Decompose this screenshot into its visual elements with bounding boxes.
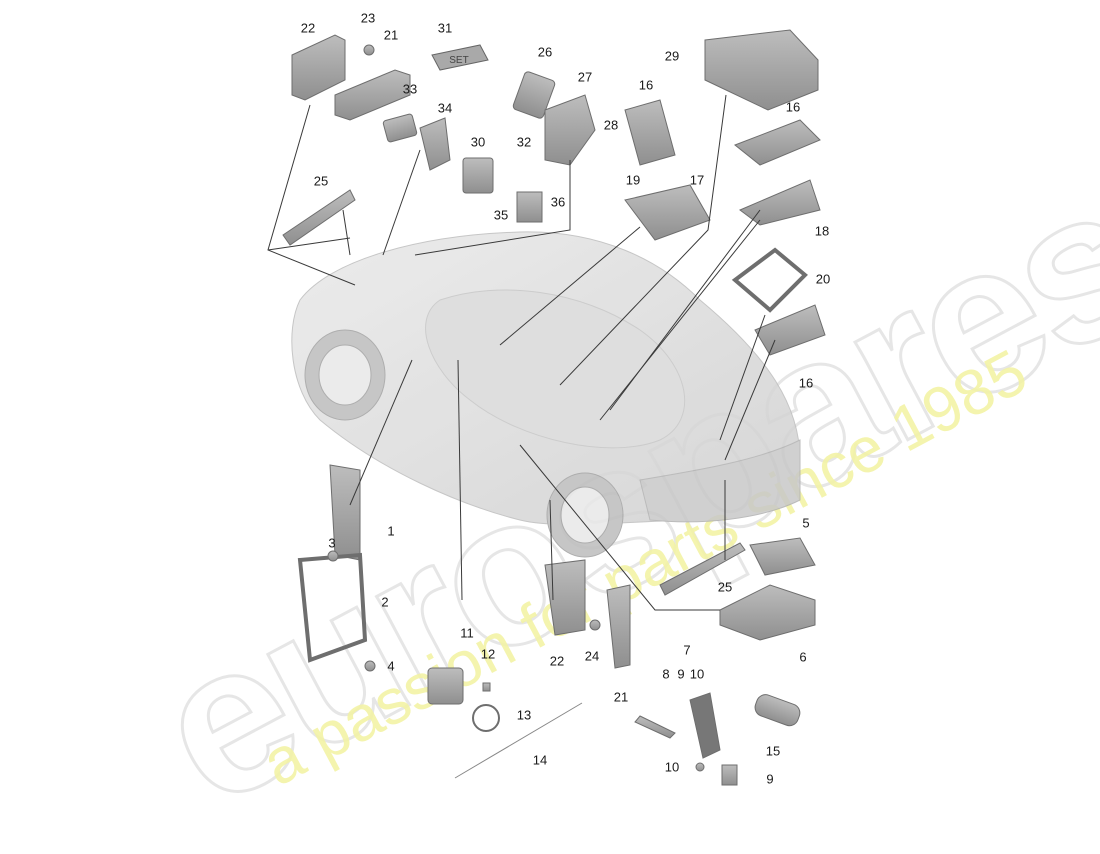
- callout-22: 22: [549, 653, 565, 669]
- callout-4: 4: [387, 658, 395, 674]
- callout-21: 21: [613, 689, 629, 705]
- callout-25: 25: [313, 173, 329, 189]
- callout-33: 33: [402, 81, 418, 97]
- callout-19: 19: [625, 172, 641, 188]
- callout-18: 18: [814, 223, 830, 239]
- callout-24: 24: [584, 648, 600, 664]
- callout-1: 1: [387, 523, 395, 539]
- callout-9: 9: [766, 771, 774, 787]
- callout-10: 10: [664, 759, 680, 775]
- callout-23: 23: [360, 10, 376, 26]
- leader-lines: [267, 94, 776, 611]
- callout-16: 16: [798, 375, 814, 391]
- callout-14: 14: [532, 752, 548, 768]
- callout-22: 22: [300, 20, 316, 36]
- parts-illustration: SET: [267, 29, 826, 786]
- callout-21: 21: [383, 27, 399, 43]
- callout-30: 30: [470, 134, 486, 150]
- parts-diagram: eurospares a passion for parts since 198…: [120, 10, 1100, 852]
- part-31-set: SET: [431, 44, 489, 71]
- part-group-bottom-center: [427, 559, 631, 779]
- callout-27: 27: [577, 69, 593, 85]
- callout-32: 32: [516, 134, 532, 150]
- car-body: [291, 231, 801, 558]
- callout-6: 6: [799, 649, 807, 665]
- part-group-top-left: [282, 34, 451, 246]
- callout-11: 11: [460, 625, 474, 641]
- part-group-bottom-right: [634, 537, 816, 786]
- part-group-right: [624, 29, 826, 356]
- callout-26: 26: [537, 44, 553, 60]
- callout-10: 10: [689, 666, 705, 682]
- callout-29: 29: [664, 48, 680, 64]
- callout-36: 36: [550, 194, 566, 210]
- callout-12: 12: [480, 646, 496, 662]
- callout-16: 16: [785, 99, 801, 115]
- callout-9: 9: [677, 666, 685, 682]
- callout-15: 15: [765, 743, 781, 759]
- callout-16: 16: [638, 77, 654, 93]
- callout-34: 34: [437, 100, 453, 116]
- callout-28: 28: [603, 117, 619, 133]
- callout-17: 17: [689, 172, 705, 188]
- callout-2: 2: [381, 594, 389, 610]
- callout-25: 25: [717, 579, 733, 595]
- callout-7: 7: [683, 642, 691, 658]
- svg-text:SET: SET: [449, 55, 468, 66]
- callout-5: 5: [802, 515, 810, 531]
- callout-20: 20: [815, 271, 831, 287]
- callout-13: 13: [516, 707, 532, 723]
- callout-35: 35: [493, 207, 509, 223]
- part-group-bottom-left: [297, 464, 376, 672]
- callout-8: 8: [662, 666, 670, 682]
- callout-3: 3: [328, 535, 336, 551]
- part-group-top-center: [462, 71, 596, 223]
- callout-31: 31: [437, 20, 453, 36]
